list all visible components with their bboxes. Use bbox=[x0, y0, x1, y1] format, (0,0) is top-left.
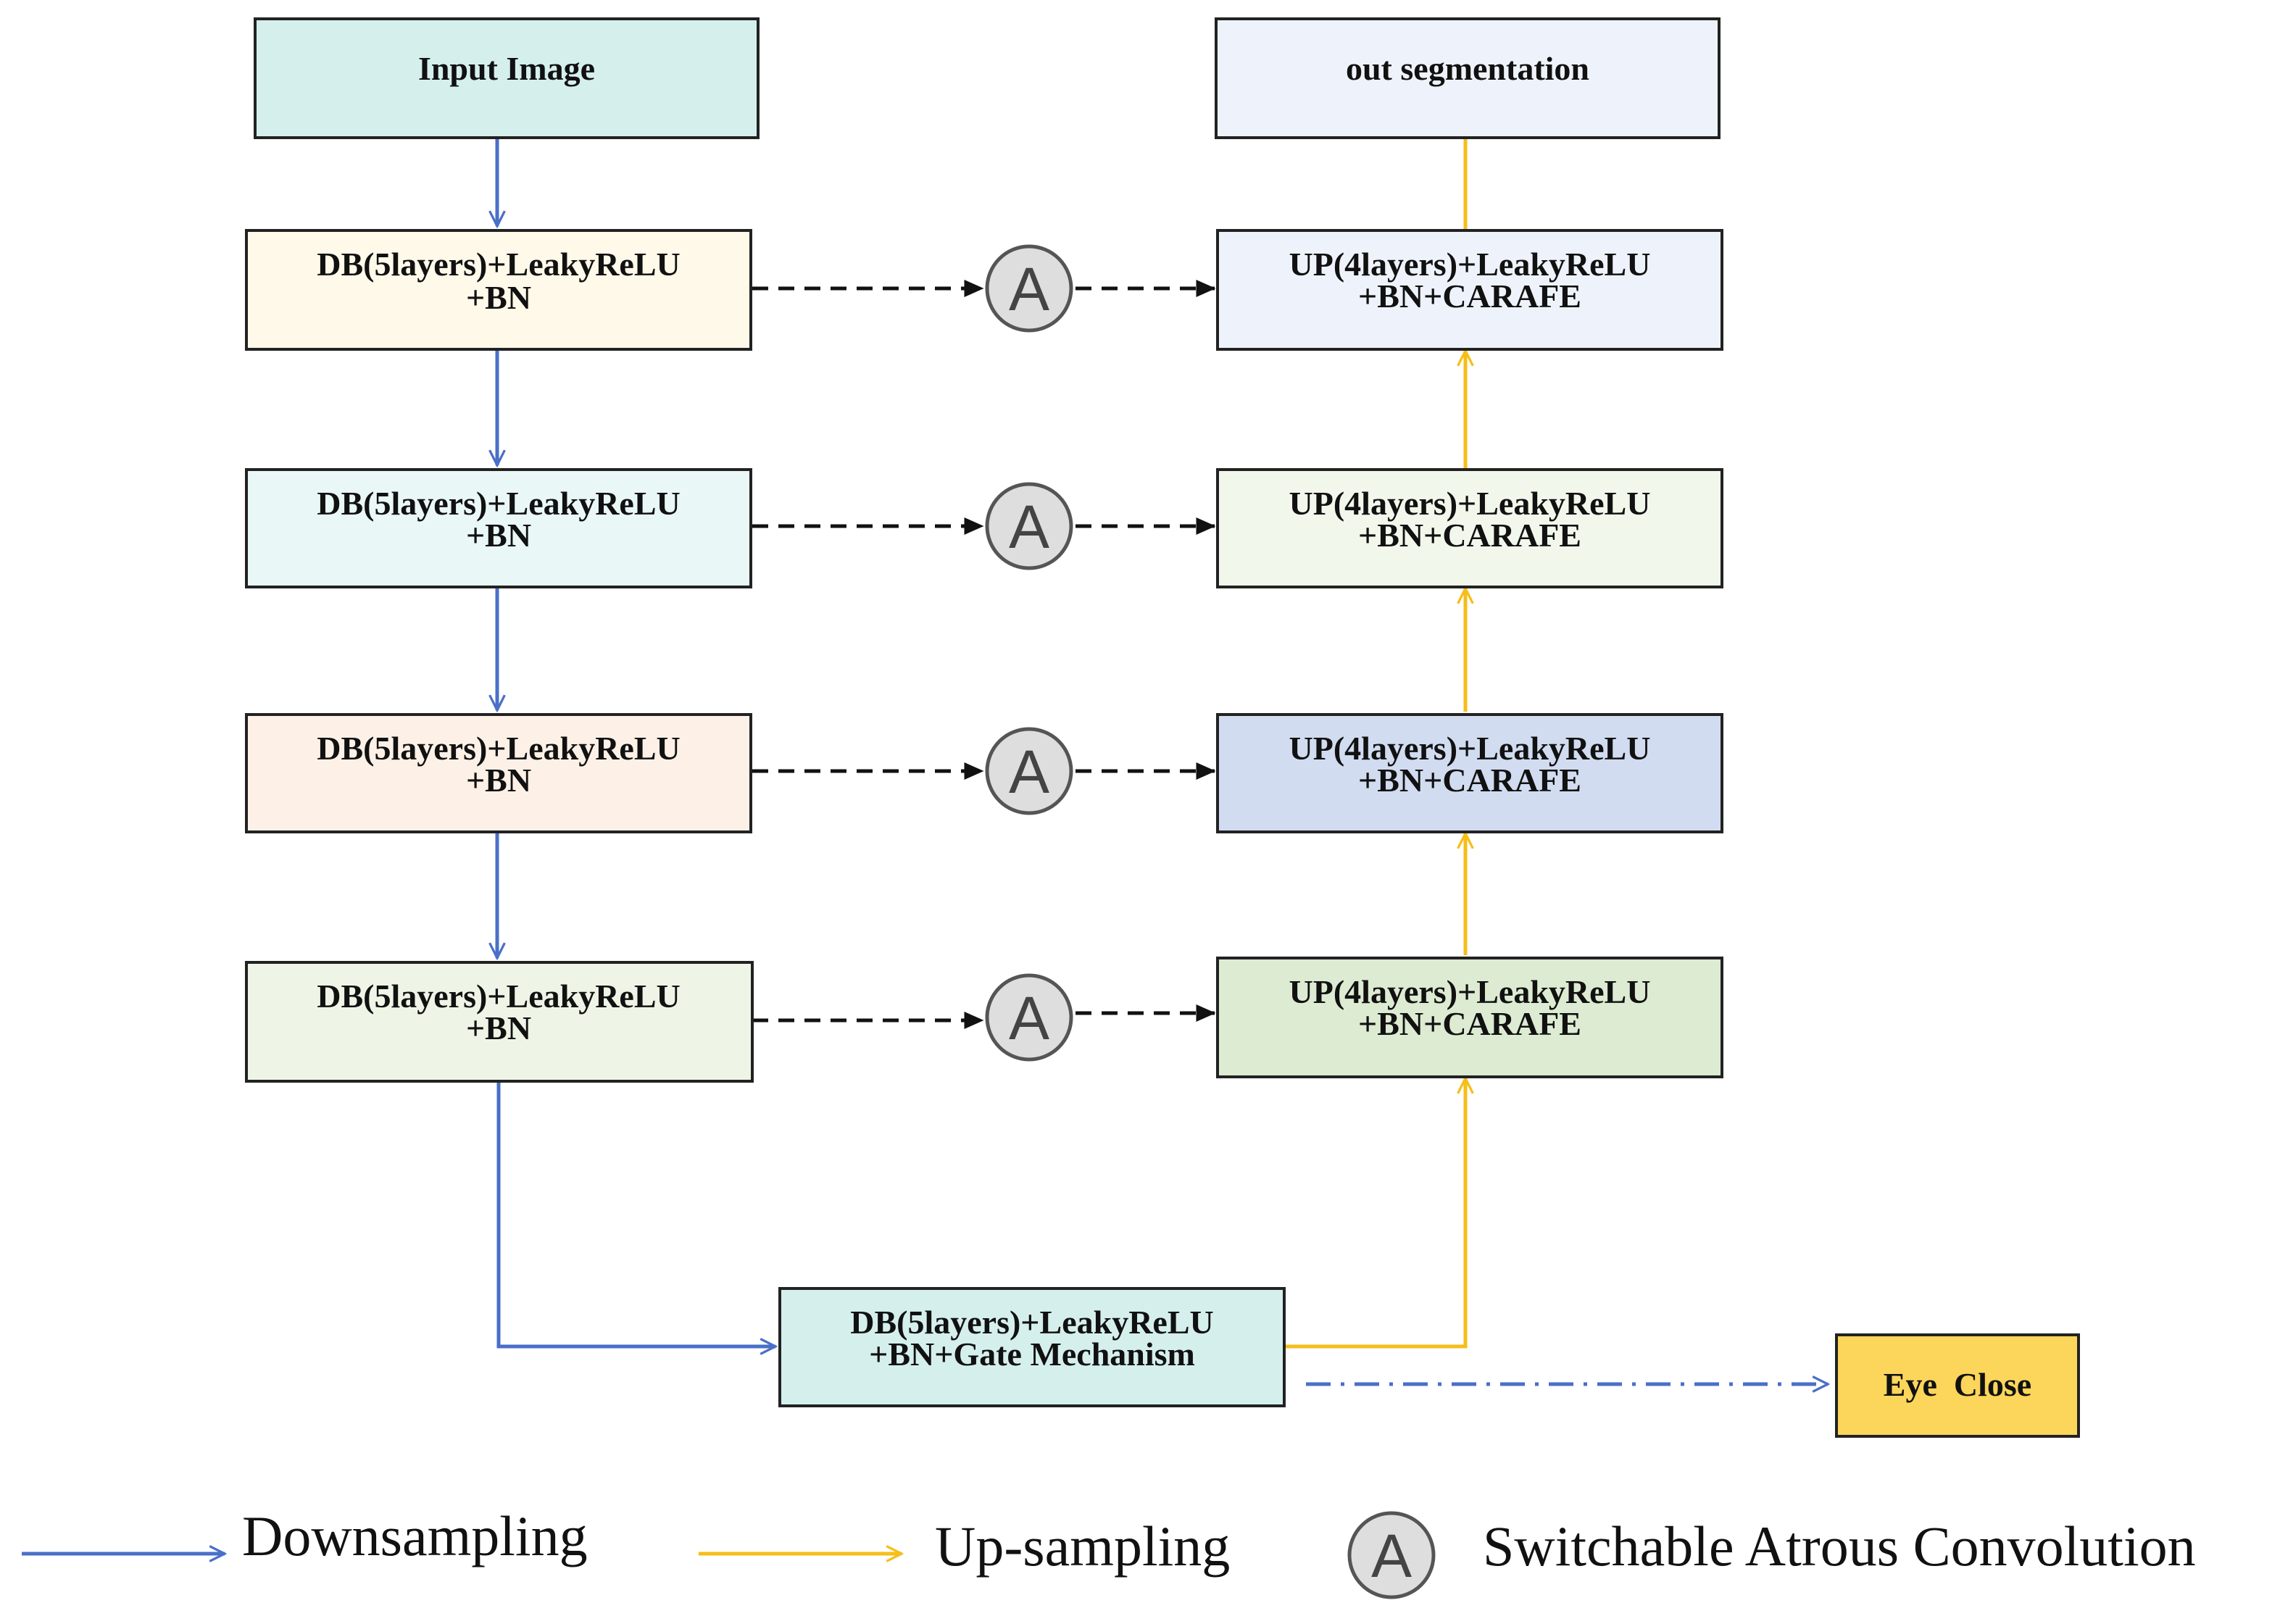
legend-downsampling-label: Downsampling bbox=[242, 1504, 588, 1567]
encoder-block-2-line2: +BN bbox=[466, 517, 531, 554]
decoder-block-4-line1: UP(4layers)+LeakyReLU bbox=[1289, 973, 1651, 1010]
decoder-block-4-line2: +BN+CARAFE bbox=[1358, 1005, 1581, 1042]
legend: Downsampling Up-sampling A Switchable At… bbox=[22, 1504, 2196, 1599]
encoder-block-4-rect bbox=[245, 961, 754, 1083]
encoder-block-4-line1: DB(5layers)+LeakyReLU bbox=[317, 978, 681, 1015]
eye-close-box: Eye Close bbox=[1835, 1333, 2080, 1438]
encoder-block-3-rect bbox=[245, 713, 752, 833]
decoder-block-3-line1: UP(4layers)+LeakyReLU bbox=[1289, 730, 1651, 767]
decoder-block-1-line2: +BN+CARAFE bbox=[1358, 278, 1581, 315]
decoder-block-3-line2: +BN+CARAFE bbox=[1358, 762, 1581, 799]
encoder-block-2-line1: DB(5layers)+LeakyReLU bbox=[317, 485, 681, 522]
decoder-block-2-line1: UP(4layers)+LeakyReLU bbox=[1289, 485, 1651, 522]
input-image-box: Input Image bbox=[254, 17, 760, 139]
atrous-circle-icon bbox=[985, 727, 1073, 815]
decoder-block-3-rect bbox=[1216, 713, 1723, 833]
encoder-block-3: DB(5layers)+LeakyReLU +BN bbox=[245, 713, 752, 833]
encoder-block-3-line2: +BN bbox=[466, 762, 531, 799]
atrous-letter: A bbox=[1009, 255, 1049, 323]
decoder-block-1-line1: UP(4layers)+LeakyReLU bbox=[1289, 246, 1651, 283]
input-image-rect bbox=[254, 17, 760, 139]
arrow-enc4-to-bottleneck bbox=[496, 1081, 775, 1346]
arrow-bottleneck-to-dec4 bbox=[1280, 1078, 1465, 1349]
encoder-block-2-rect bbox=[245, 468, 752, 588]
encoder-block-1-rect bbox=[245, 229, 752, 351]
decoder-block-4: UP(4layers)+LeakyReLU +BN+CARAFE bbox=[1216, 957, 1723, 1078]
output-segmentation-rect bbox=[1215, 17, 1721, 139]
eye-close-rect bbox=[1835, 1333, 2080, 1438]
eye-close-label: Eye Close bbox=[1884, 1366, 2031, 1403]
encoder-block-4-line2: +BN bbox=[466, 1009, 531, 1046]
atrous-circle-icon bbox=[985, 482, 1073, 570]
encoder-block-2: DB(5layers)+LeakyReLU +BN bbox=[245, 468, 752, 588]
atrous-letter: A bbox=[1009, 493, 1049, 561]
decoder-block-2: UP(4layers)+LeakyReLU +BN+CARAFE bbox=[1216, 468, 1723, 588]
legend-upsampling-label: Up-sampling bbox=[935, 1515, 1230, 1578]
bottleneck-block: DB(5layers)+LeakyReLU +BN+Gate Mechanism bbox=[778, 1287, 1286, 1407]
atrous-conv-3: A bbox=[985, 727, 1073, 815]
decoder-block-1-rect bbox=[1216, 229, 1723, 351]
decoder-block-2-rect bbox=[1216, 468, 1723, 588]
encoder-block-4: DB(5layers)+LeakyReLU +BN bbox=[245, 961, 754, 1083]
decoder-block-4-rect bbox=[1216, 957, 1723, 1078]
atrous-letter: A bbox=[1009, 984, 1049, 1052]
atrous-circle-icon bbox=[985, 244, 1073, 333]
bottleneck-block-line2: +BN+Gate Mechanism bbox=[869, 1336, 1195, 1373]
input-image-label: Input Image bbox=[418, 50, 595, 87]
skip-connections bbox=[752, 280, 1216, 1029]
output-segmentation-box: out segmentation bbox=[1215, 17, 1721, 139]
atrous-circle-icon bbox=[985, 973, 1073, 1062]
bottleneck-block-rect bbox=[778, 1287, 1286, 1407]
atrous-conv-1: A bbox=[985, 244, 1073, 333]
bottleneck-block-line1: DB(5layers)+LeakyReLU bbox=[850, 1304, 1214, 1341]
decoder-block-3: UP(4layers)+LeakyReLU +BN+CARAFE bbox=[1216, 713, 1723, 833]
atrous-conv-4: A bbox=[985, 973, 1073, 1062]
decoder-block-2-line2: +BN+CARAFE bbox=[1358, 517, 1581, 554]
encoder-block-1: DB(5layers)+LeakyReLU +BN bbox=[245, 229, 752, 351]
legend-atrous-label: Switchable Atrous Convolution bbox=[1483, 1515, 2196, 1578]
downsampling-arrows bbox=[497, 138, 775, 1346]
encoder-block-1-line2: +BN bbox=[466, 279, 531, 316]
legend-atrous-circle-icon bbox=[1347, 1511, 1436, 1599]
encoder-block-3-line1: DB(5layers)+LeakyReLU bbox=[317, 730, 681, 767]
decoder-block-1: UP(4layers)+LeakyReLU +BN+CARAFE bbox=[1216, 229, 1723, 351]
encoder-block-1-line1: DB(5layers)+LeakyReLU bbox=[317, 246, 681, 283]
legend-atrous-letter: A bbox=[1371, 1522, 1412, 1590]
output-segmentation-label: out segmentation bbox=[1346, 50, 1589, 87]
atrous-conv-2: A bbox=[985, 482, 1073, 570]
atrous-letter: A bbox=[1009, 738, 1049, 806]
